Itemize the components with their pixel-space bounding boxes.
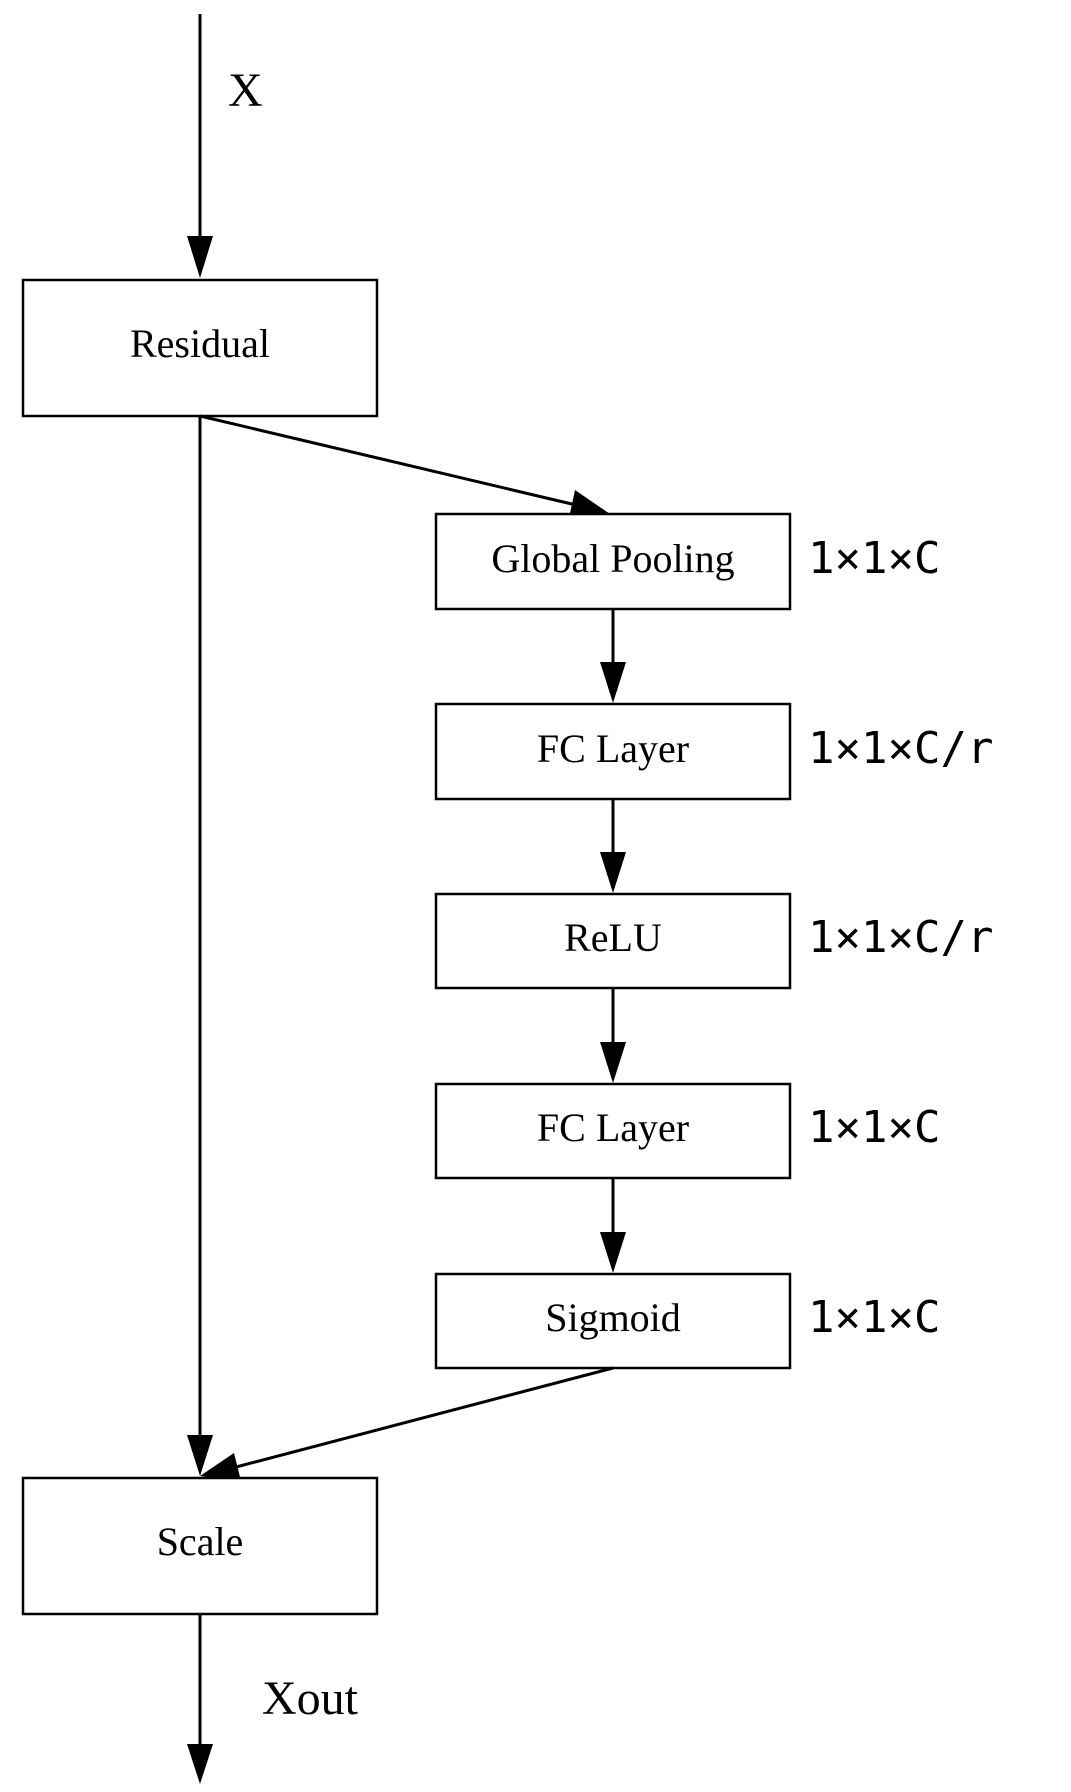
fc-layer-1-box — [434, 702, 792, 801]
global-pooling-dim: 1×1×C — [808, 533, 940, 584]
input-arrowhead — [187, 236, 213, 278]
relu-box — [434, 892, 792, 990]
scale-label: Scale — [157, 1519, 244, 1564]
residual-to-pooling-arrowhead — [569, 490, 610, 518]
scale-box — [21, 1476, 379, 1616]
relu-label: ReLU — [564, 915, 662, 960]
sigmoid-dim: 1×1×C — [808, 1292, 940, 1343]
relu-to-fc2-arrowhead — [600, 1042, 626, 1083]
global-pooling-box — [434, 512, 792, 611]
input-label: X — [228, 64, 263, 117]
fc-layer-2-dim: 1×1×C — [808, 1102, 940, 1153]
sigmoid-label: Sigmoid — [545, 1295, 681, 1340]
sigmoid-to-scale-arrowhead — [200, 1453, 241, 1481]
residual-label: Residual — [130, 321, 270, 366]
fc1-to-relu-arrowhead — [600, 852, 626, 893]
skip-connection-arrowhead — [187, 1435, 213, 1476]
output-arrowhead — [187, 1744, 213, 1784]
relu-dim: 1×1×C/r — [808, 912, 993, 963]
fc-layer-1-label: FC Layer — [537, 726, 689, 771]
global-pooling-label: Global Pooling — [491, 536, 734, 581]
sigmoid-to-scale-arrow — [235, 1366, 614, 1469]
pooling-to-fc1-arrowhead — [600, 662, 626, 703]
fc-layer-1-dim: 1×1×C/r — [808, 723, 993, 774]
fc2-to-sigmoid-arrowhead — [600, 1232, 626, 1273]
residual-to-pooling-arrow — [199, 414, 577, 507]
sigmoid-box — [434, 1272, 792, 1370]
fc-layer-2-label: FC Layer — [537, 1105, 689, 1150]
output-label: Xout — [262, 1672, 359, 1725]
